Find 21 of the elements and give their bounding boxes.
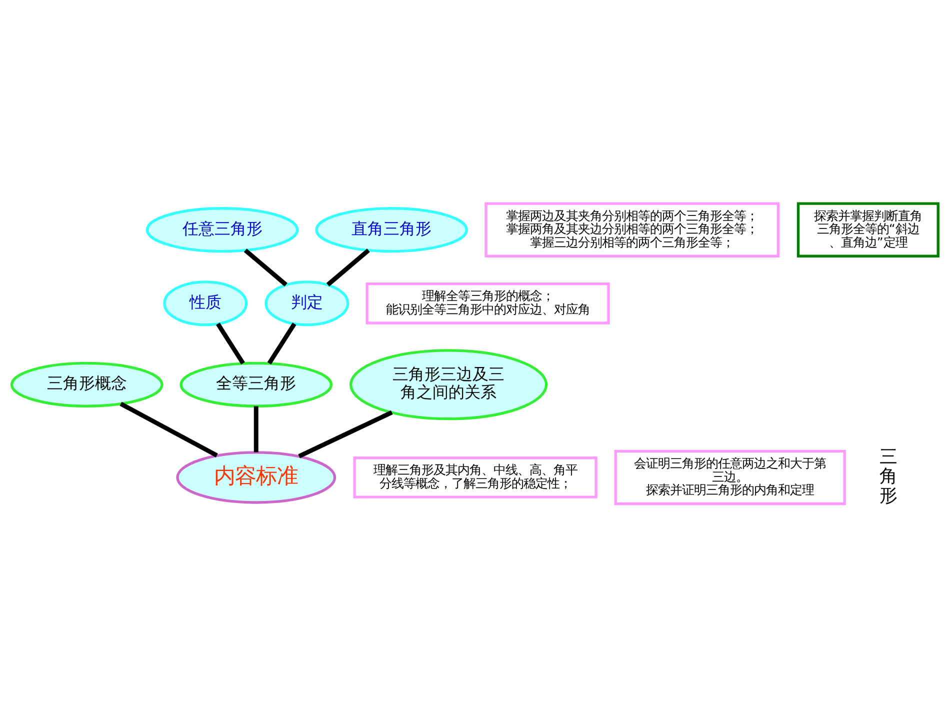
- connector: [244, 248, 288, 286]
- node-ellipse: 直角三角形: [315, 206, 468, 252]
- node-ellipse: 三角形概念: [10, 361, 164, 407]
- connector: [298, 410, 393, 458]
- node-box: 探索并掌握判断直角三角形全等的“斜边、直角边”定理: [796, 202, 940, 257]
- node-box: 理解三角形及其内角、中线、高、角平分线等概念，了解三角形的稳定性；: [353, 456, 598, 498]
- node-ellipse: 性质: [163, 280, 248, 326]
- label: 三角形: [880, 446, 898, 506]
- node-ellipse: 三角形三边及三角之间的关系: [350, 348, 548, 420]
- node-ellipse: 全等三角形: [180, 361, 333, 407]
- node-ellipse: 任意三角形: [146, 206, 299, 252]
- connector: [267, 322, 296, 364]
- connector: [326, 248, 370, 286]
- node-ellipse: 内容标准: [176, 450, 336, 504]
- node-box: 会证明三角形的任意两边之和大于第三边。 探索并证明三角形的内角和定理: [614, 449, 846, 505]
- node-box: 理解全等三角形的概念； 能识别全等三角形中的对应边、对应角: [366, 282, 610, 324]
- connector: [120, 401, 218, 457]
- node-box: 掌握两边及其夹角分别相等的两个三角形全等； 掌握两角及其夹边分别相等的两个三角形全等； 掌握三边分别相等的两个三角形全等；: [484, 202, 780, 257]
- connector: [216, 322, 245, 364]
- node-ellipse: 判定: [264, 280, 350, 326]
- connector: [254, 406, 258, 452]
